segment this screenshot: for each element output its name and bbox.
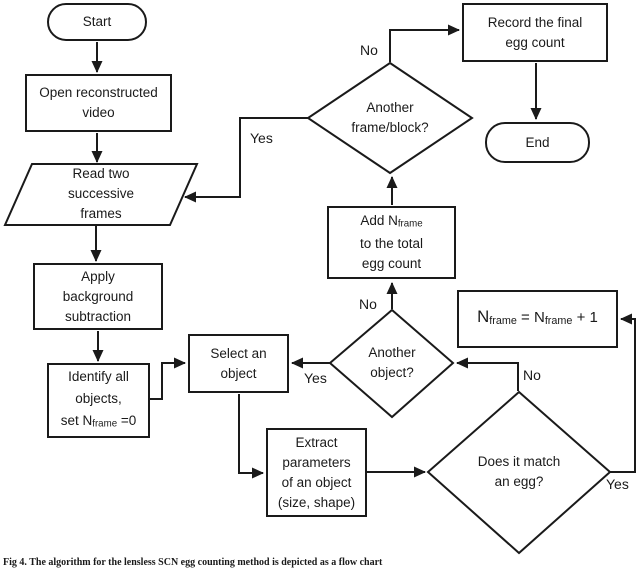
node-identify-line: set Nframe =0 — [61, 410, 137, 436]
arrow-another-frame-no-to-record — [389, 24, 460, 62]
nframe-subscript: frame — [489, 314, 517, 327]
node-end: End — [485, 122, 590, 163]
node-extract-line: Extract — [295, 434, 338, 450]
node-open-video: Open reconstructed video — [25, 74, 172, 132]
node-nframe-increment-line: Nframe = Nframe + 1 — [477, 307, 598, 331]
arrow-match-yes-to-nframe — [610, 313, 636, 473]
nframe-subscript: frame — [397, 218, 423, 230]
edge-label-object-yes: Yes — [304, 370, 327, 386]
node-end-label: End — [525, 134, 550, 150]
node-record-count: Record the final egg count — [462, 3, 608, 62]
node-extract-parameters: Extract parameters of an object (size, s… — [266, 428, 367, 517]
node-start: Start — [47, 3, 147, 41]
node-another-frame: Another frame/block? — [320, 97, 460, 139]
nframe-symbol: N — [477, 307, 490, 327]
decision-diamond-match-egg — [426, 390, 612, 555]
node-identify-line: objects, — [75, 390, 122, 406]
node-apply-background-line: background — [62, 288, 134, 304]
node-apply-background-line: subtraction — [64, 308, 132, 324]
arrow-match-no-to-another-object — [456, 357, 519, 391]
node-record-count-line: egg count — [505, 34, 565, 50]
node-another-object-line: object? — [370, 365, 414, 380]
node-another-frame-line: frame/block? — [351, 120, 429, 135]
nframe-symbol: Add N — [360, 212, 398, 228]
nframe-symbol: set N — [60, 412, 93, 428]
node-nframe-increment: Nframe = Nframe + 1 — [457, 290, 618, 348]
node-select-object: Select an object — [188, 334, 289, 393]
edge-label-match-no: No — [523, 367, 541, 383]
node-identify-objects: Identify all objects, set Nframe =0 — [47, 363, 150, 438]
node-another-object-line: Another — [368, 345, 416, 360]
equals-symbol: = N — [516, 309, 545, 327]
increment-value: + 1 — [572, 309, 598, 327]
node-open-video-line: video — [82, 105, 115, 120]
node-record-count-line: Record the final — [487, 14, 583, 30]
node-match-egg-line: Does it match — [477, 454, 561, 469]
nframe-subscript: frame — [544, 314, 573, 327]
edge-label-frame-yes: Yes — [250, 130, 273, 146]
edge-label-match-yes: Yes — [606, 476, 629, 492]
edge-label-object-no: No — [359, 296, 377, 312]
node-another-object: Another object? — [342, 342, 442, 384]
node-read-frames-line: Read two — [72, 166, 130, 181]
figure-caption: Fig 4. The algorithm for the lensless SC… — [3, 557, 383, 568]
node-match-egg: Does it match an egg? — [448, 450, 590, 494]
arrow-another-frame-yes-to-read — [184, 117, 308, 203]
nframe-subscript: frame — [92, 418, 118, 430]
node-extract-line: (size, shape) — [277, 494, 356, 510]
decision-diamond-another-object — [328, 308, 455, 419]
node-read-frames-line: successive — [67, 186, 135, 201]
node-apply-background-line: Apply — [81, 268, 115, 284]
node-apply-background: Apply background subtraction — [33, 263, 163, 330]
node-start-label: Start — [82, 14, 112, 29]
node-match-egg-line: an egg? — [494, 474, 544, 489]
edge-label-frame-no: No — [360, 42, 378, 58]
node-extract-line: of an object — [281, 474, 352, 490]
node-add-nframe-line: to the total — [359, 236, 424, 252]
decision-diamond-another-frame — [306, 61, 474, 175]
node-extract-line: parameters — [282, 454, 351, 470]
node-select-object-line: object — [220, 365, 257, 381]
node-another-frame-line: Another — [366, 100, 414, 115]
arrow-identify-to-select — [150, 357, 186, 400]
node-read-frames: Read two successive frames — [30, 165, 172, 223]
node-identify-line: Identify all — [68, 368, 129, 384]
io-parallelogram-read-frames — [3, 163, 199, 226]
node-add-nframe-line: Add Nframe — [360, 211, 422, 235]
node-read-frames-line: frames — [80, 206, 122, 221]
node-select-object-line: Select an — [210, 345, 267, 361]
node-open-video-line: Open reconstructed — [39, 85, 158, 100]
node-add-nframe: Add Nframe to the total egg count — [327, 206, 456, 279]
arrow-select-to-extract — [238, 394, 264, 479]
node-add-nframe-line: egg count — [361, 256, 422, 272]
nframe-value: =0 — [117, 412, 137, 428]
